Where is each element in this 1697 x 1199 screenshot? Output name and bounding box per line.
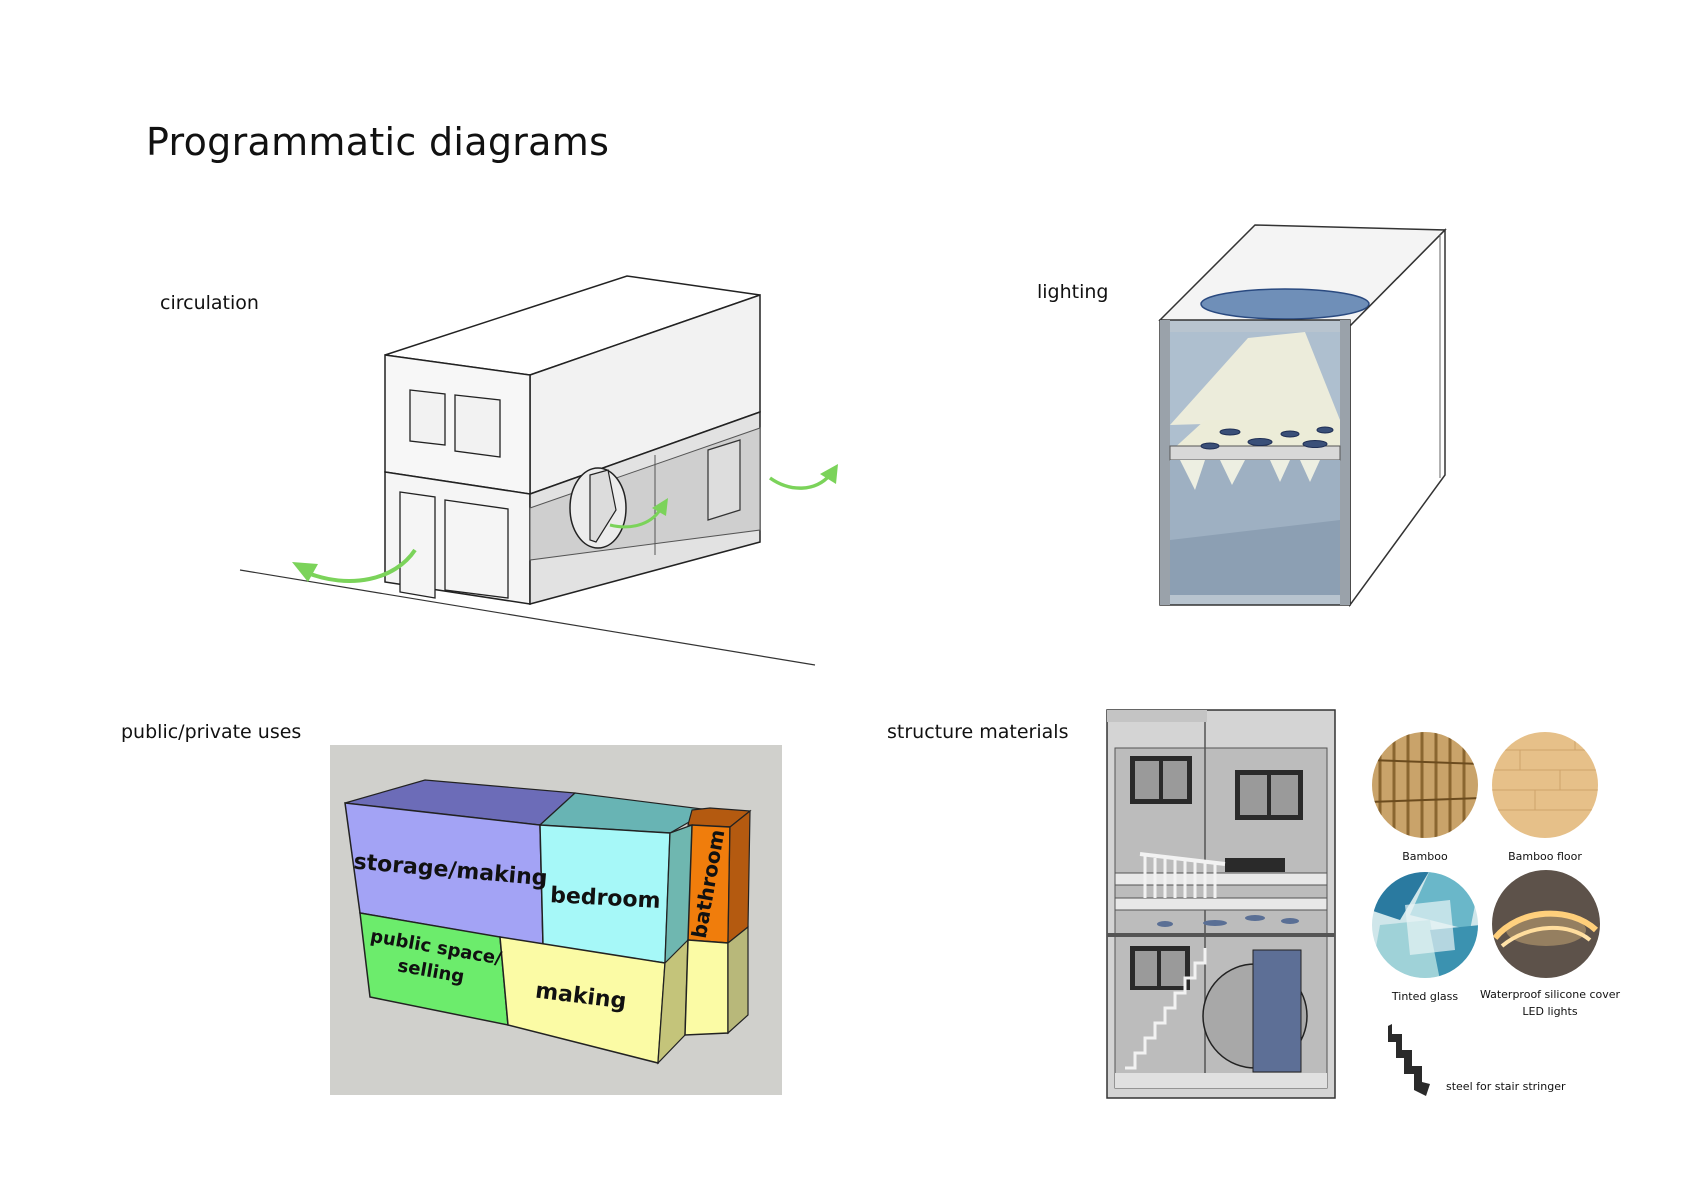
led-lights-swatch	[1492, 870, 1600, 978]
circulation-diagram	[239, 275, 838, 666]
steel-label: steel for stair stringer	[1446, 1080, 1566, 1093]
program-diagram: storage/making bedroom bathroom public s…	[330, 745, 782, 1095]
lighting-label: lighting	[1037, 281, 1109, 303]
bamboo-floor-label: Bamboo floor	[1508, 850, 1582, 863]
led-label-line1: Waterproof silicone cover	[1479, 988, 1621, 1001]
tinted-glass-label: Tinted glass	[1391, 990, 1459, 1003]
tinted-glass-swatch	[1372, 872, 1478, 978]
bamboo-swatch	[1372, 732, 1478, 838]
lighting-diagram	[1158, 224, 1447, 608]
section-drawing	[1106, 709, 1336, 1099]
bamboo-floor-swatch	[1492, 732, 1598, 838]
led-label: Waterproof silicone cover LED lights	[1470, 986, 1630, 1020]
led-label-line2: LED lights	[1522, 1005, 1578, 1018]
structure-materials-label: structure materials	[887, 721, 1069, 743]
bedroom-block-label: bedroom	[550, 883, 662, 914]
page-title: Programmatic diagrams	[146, 120, 610, 164]
public-private-label: public/private uses	[121, 721, 302, 743]
circulation-label: circulation	[160, 292, 259, 314]
steel-stringer-icon	[1388, 1024, 1430, 1096]
bamboo-label: Bamboo	[1402, 850, 1448, 863]
